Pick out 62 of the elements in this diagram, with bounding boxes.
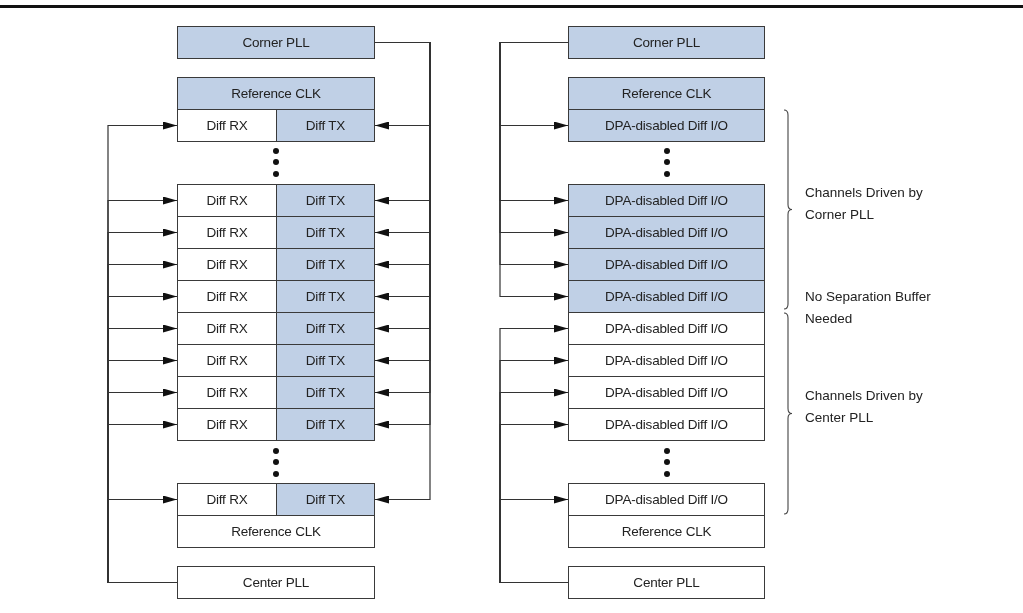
block-label: Diff RX: [206, 225, 248, 240]
pll-block: [177, 26, 375, 59]
block-label: DPA-disabled Diff I/O: [605, 353, 728, 368]
channel-cell: [568, 408, 765, 441]
block-label: Diff RX: [206, 257, 248, 272]
clock-block: [177, 515, 375, 548]
channel-cell: [568, 312, 765, 345]
pll-block: [568, 26, 765, 59]
block-label: DPA-disabled Diff I/O: [605, 417, 728, 432]
block-label: Diff RX: [206, 193, 248, 208]
block-label: DPA-disabled Diff I/O: [605, 492, 728, 507]
pll-block: [177, 566, 375, 599]
block-label: DPA-disabled Diff I/O: [605, 257, 728, 272]
channel-cell: [568, 483, 765, 516]
block-label: DPA-disabled Diff I/O: [605, 289, 728, 304]
block-label: Diff TX: [305, 118, 346, 133]
block-label: DPA-disabled Diff I/O: [605, 321, 728, 336]
channel-cell: [568, 184, 765, 217]
block-label: Diff RX: [206, 289, 248, 304]
block-label: Reference CLK: [621, 524, 712, 539]
block-label: Diff TX: [305, 492, 346, 507]
clock-block: [568, 515, 765, 548]
block-label: DPA-disabled Diff I/O: [605, 118, 728, 133]
arrow: [499, 495, 569, 584]
channel-cell: [568, 109, 765, 142]
block-label: Corner PLL: [242, 35, 310, 50]
block-label: Diff TX: [305, 257, 346, 272]
block-label: Diff RX: [206, 417, 248, 432]
block-label: Diff RX: [206, 118, 248, 133]
block-label: Center PLL: [633, 575, 700, 590]
block-label: Reference CLK: [621, 86, 712, 101]
block-label: Diff RX: [206, 385, 248, 400]
block-label: Diff RX: [206, 321, 248, 336]
block-label: Diff TX: [305, 417, 346, 432]
arrow: [107, 495, 178, 584]
block-label: Diff TX: [305, 193, 346, 208]
brace-note: Channels Driven by Corner PLL: [805, 184, 924, 224]
block-label: Reference CLK: [231, 86, 321, 101]
block-label: Center PLL: [242, 575, 310, 590]
block-label: Diff RX: [206, 353, 248, 368]
block-label: DPA-disabled Diff I/O: [605, 225, 728, 240]
block-label: Diff TX: [305, 225, 346, 240]
block-label: Diff TX: [305, 353, 346, 368]
channel-cell: [568, 344, 765, 377]
block-label: Diff TX: [305, 289, 346, 304]
clock-block: [568, 77, 765, 110]
channel-cell: [568, 216, 765, 249]
arrow: [374, 41, 431, 504]
pll-block: [568, 566, 765, 599]
block-label: DPA-disabled Diff I/O: [605, 193, 728, 208]
block-label: Corner PLL: [632, 35, 700, 50]
channel-cell: [568, 280, 765, 313]
block-label: Reference CLK: [231, 524, 321, 539]
block-label: DPA-disabled Diff I/O: [605, 385, 728, 400]
channel-cell: [568, 376, 765, 409]
block-label: Diff TX: [305, 321, 346, 336]
block-label: Diff RX: [206, 492, 248, 507]
brace-note: Channels Driven by Center PLL: [805, 387, 924, 427]
block-label: Diff TX: [305, 385, 346, 400]
clock-block: [177, 77, 375, 110]
channel-cell: [568, 248, 765, 281]
brace-note: No Separation Buffer Needed: [805, 288, 932, 328]
